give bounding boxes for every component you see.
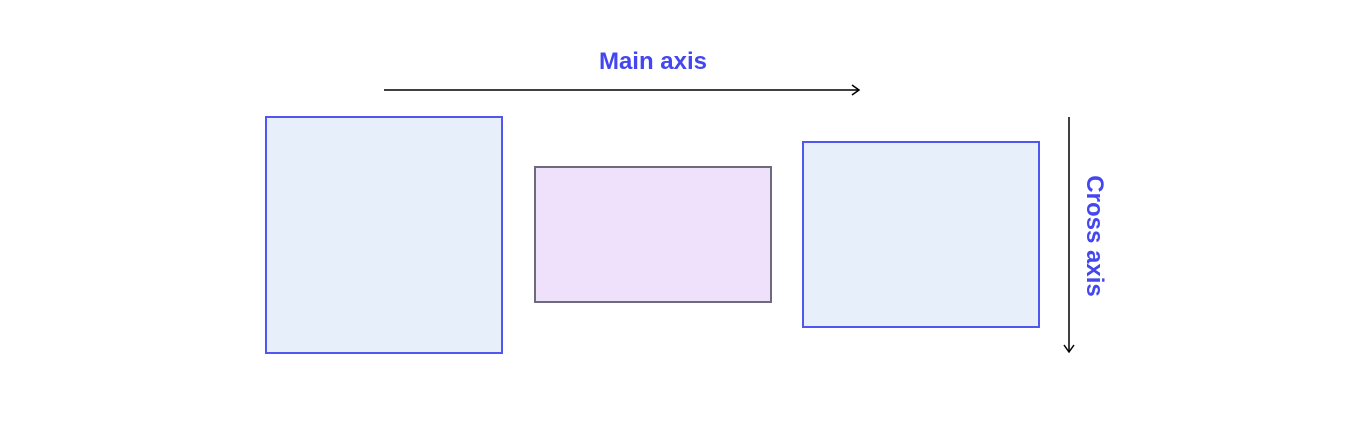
cross-axis-label: Cross axis [1081,175,1108,297]
flex-item-1 [265,116,503,354]
cross-axis-arrow [1063,117,1075,354]
cross-axis-arrowhead [1063,344,1075,354]
main-axis-label: Main axis [598,48,708,75]
flex-item-2 [534,166,772,303]
main-axis-arrowhead [851,84,861,96]
main-axis-arrow [384,84,861,96]
flex-item-3 [802,141,1040,328]
